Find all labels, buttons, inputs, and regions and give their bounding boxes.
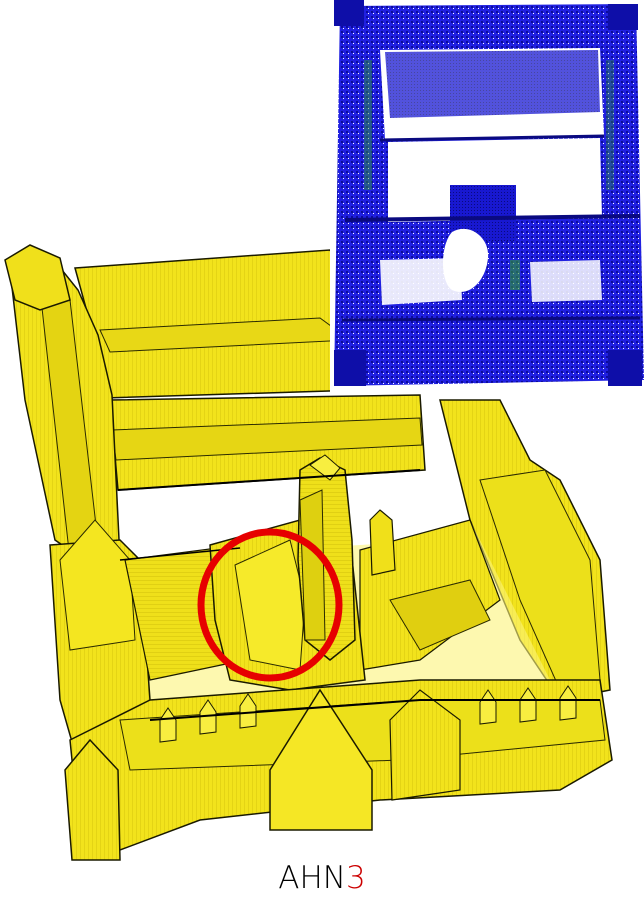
pc-tower-nw bbox=[334, 0, 364, 26]
pc-data-gap bbox=[443, 228, 489, 292]
west-tower bbox=[4, 244, 71, 311]
front-gable-right bbox=[389, 689, 461, 801]
caption-number: 3 bbox=[345, 860, 366, 896]
caption-label: AHN bbox=[278, 860, 346, 896]
pc-tower-sw bbox=[334, 350, 366, 386]
pc-line-2 bbox=[341, 316, 641, 322]
caption: AHN3 bbox=[0, 858, 644, 896]
pc-green-3 bbox=[510, 260, 520, 290]
pc-south-void-2 bbox=[530, 260, 602, 302]
edge-line-2 bbox=[149, 699, 600, 721]
front-gable-left bbox=[64, 738, 121, 861]
edge-line-1 bbox=[117, 469, 421, 491]
pc-courtyard bbox=[388, 138, 602, 222]
front-gable-center bbox=[269, 688, 373, 831]
red-circle-highlight-icon bbox=[197, 528, 343, 682]
pointcloud-inset bbox=[330, 0, 644, 392]
dormers bbox=[159, 685, 577, 743]
church-roof bbox=[234, 539, 306, 671]
pc-line-1 bbox=[344, 214, 641, 222]
building-model bbox=[4, 244, 613, 861]
small-spire bbox=[369, 509, 396, 576]
pc-green-1 bbox=[364, 60, 372, 190]
pc-south-void bbox=[380, 258, 462, 305]
west-block-gable bbox=[59, 519, 136, 651]
pc-tower-ne bbox=[608, 4, 638, 30]
central-tower-face bbox=[299, 489, 326, 641]
pc-line-3 bbox=[379, 134, 605, 142]
pc-north-roof bbox=[385, 50, 600, 118]
inner-roof-right bbox=[389, 579, 491, 651]
pc-green-2 bbox=[606, 60, 614, 190]
pc-tower-se bbox=[608, 350, 642, 386]
tower-top bbox=[309, 454, 341, 481]
